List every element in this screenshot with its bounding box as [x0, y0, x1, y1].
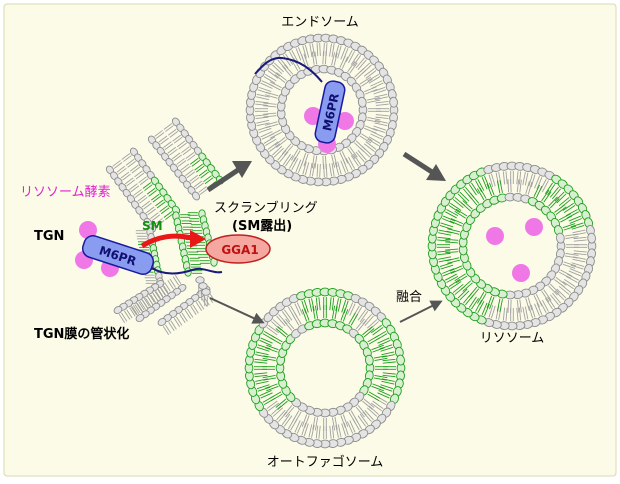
lysosome-contents [486, 218, 543, 282]
sm-exposure-label: (SM露出) [232, 218, 292, 234]
lysosomal-enzyme-label: リソソーム酵素 [20, 185, 111, 200]
lysosome-vesicle [427, 161, 597, 331]
m6pr-tail-endosome [254, 56, 323, 83]
scrambling-label: スクランブリング [214, 200, 318, 216]
m6pr-receptor-endosome: M6PR [314, 80, 346, 144]
gga1-adaptor: GGA1 [205, 234, 271, 264]
arrow-endosome-to-lysosome [402, 151, 446, 181]
enzyme-dot [525, 218, 543, 236]
arrow-tgn-to-autophagosome [209, 297, 265, 324]
endosome-contents: M6PR [254, 56, 354, 153]
sm-label: SM [142, 219, 163, 233]
autophagosome-vesicle [244, 287, 406, 449]
enzyme-dot [512, 264, 530, 282]
fusion-label: 融合 [396, 290, 422, 305]
autophagosome-label: オートファゴソーム [267, 454, 384, 470]
enzyme-dot [486, 227, 504, 245]
m6pr-tail-tgn [151, 267, 223, 275]
lysosome-label: リソソーム [480, 331, 545, 346]
m6pr-receptor-tgn: M6PR [81, 235, 155, 275]
arrow-tgn-to-endosome [206, 161, 252, 193]
gga1-label: GGA1 [221, 243, 258, 257]
background-panel [3, 3, 617, 477]
tgn-contents: M6PR [75, 221, 223, 277]
endosome-label: エンドソーム [281, 15, 359, 30]
tgn-tubulation-label: TGN膜の管状化 [34, 326, 129, 342]
enzyme-dot [336, 112, 354, 130]
arrow-autophagosome-to-lysosome [399, 300, 443, 323]
tgn-label: TGN [34, 229, 64, 244]
scrambling-arrow [140, 230, 206, 249]
enzyme-dot [79, 221, 97, 239]
